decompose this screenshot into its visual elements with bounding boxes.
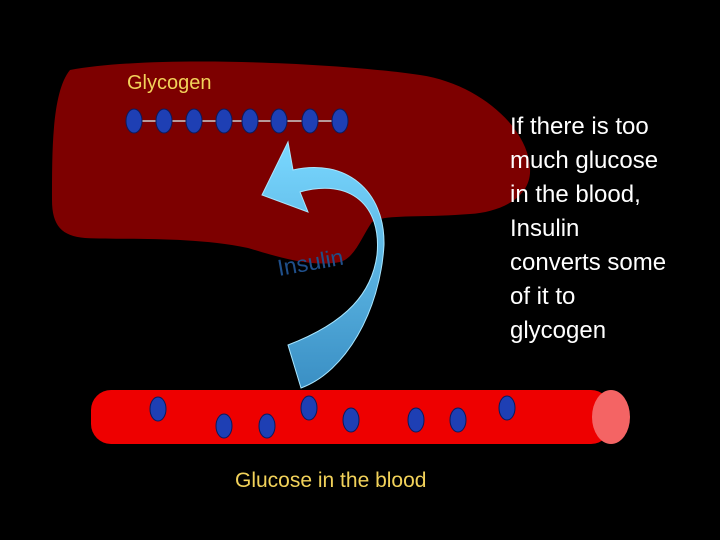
glycogen-glucose-molecule [185, 108, 203, 134]
blood-glucose-molecule [449, 407, 467, 433]
explanation-line: Insulin [510, 215, 580, 242]
glycogen-chain [125, 108, 349, 134]
glucose-in-blood-label: Glucose in the blood [235, 469, 427, 492]
blood-glucose-molecule [258, 413, 276, 439]
explanation-line: If there is too [510, 113, 649, 140]
explanation-line: glycogen [510, 317, 607, 344]
glycogen-glucose-molecule [241, 108, 259, 134]
explanation-text: If there is too much glucose in the bloo… [510, 110, 715, 348]
blood-glucose-molecule [215, 413, 233, 439]
blood-vessel [91, 390, 630, 444]
glycogen-glucose-molecule [125, 108, 143, 134]
blood-glucose-molecule [342, 407, 360, 433]
blood-vessel-end [592, 390, 630, 444]
glycogen-glucose-molecule [301, 108, 319, 134]
glycogen-glucose-molecule [331, 108, 349, 134]
blood-glucose-molecule [300, 395, 318, 421]
explanation-line: of it to [510, 283, 576, 310]
blood-glucose-molecule [407, 407, 425, 433]
blood-glucose-molecule [149, 396, 167, 422]
insulin-arrow [261, 140, 385, 389]
glycogen-glucose-molecule [270, 108, 288, 134]
explanation-line: in the blood, [510, 181, 641, 208]
explanation-line: much glucose [510, 147, 659, 174]
glycogen-glucose-molecule [155, 108, 173, 134]
explanation-line: converts some [510, 249, 667, 276]
glycogen-glucose-molecule [215, 108, 233, 134]
blood-glucose-molecule [498, 395, 516, 421]
glycogen-label: Glycogen [127, 72, 212, 94]
